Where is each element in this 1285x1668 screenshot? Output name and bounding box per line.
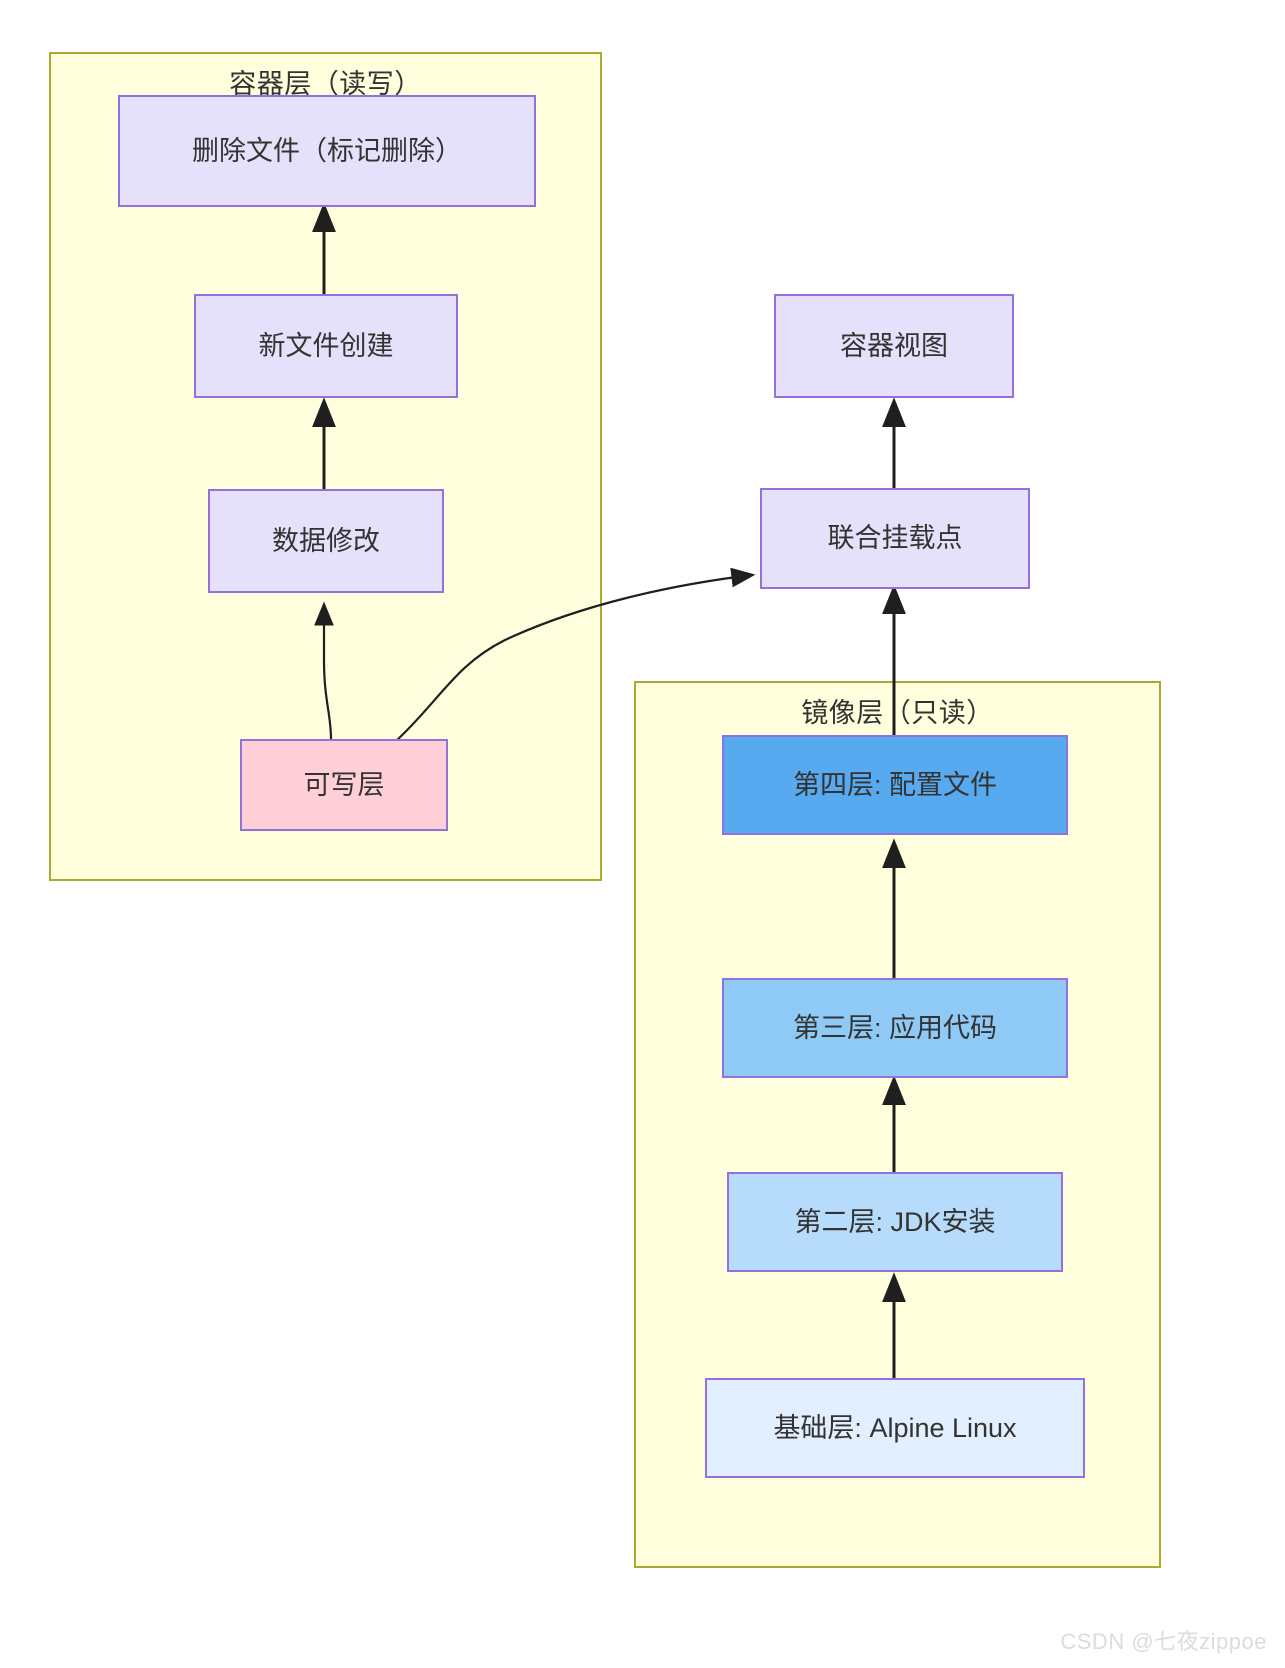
node-writable-layer-label: 可写层	[303, 769, 385, 800]
node-data-modify[interactable]: 数据修改	[208, 489, 444, 593]
node-union-mount-label: 联合挂载点	[827, 523, 963, 554]
group-container-layer-title: 容器层（读写）	[229, 69, 422, 99]
node-layer-2-label: 第二层: JDK安装	[794, 1206, 996, 1237]
node-container-view[interactable]: 容器视图	[774, 294, 1014, 398]
node-layer-3-label: 第三层: 应用代码	[792, 1012, 997, 1043]
watermark: CSDN @七夜zippoe	[1060, 1629, 1267, 1654]
node-union-mount[interactable]: 联合挂载点	[760, 488, 1030, 589]
node-layer-2[interactable]: 第二层: JDK安装	[727, 1172, 1063, 1272]
node-layer-4-label: 第四层: 配置文件	[792, 769, 997, 800]
node-layer-4[interactable]: 第四层: 配置文件	[722, 735, 1068, 835]
node-container-view-label: 容器视图	[840, 330, 948, 361]
node-writable-layer[interactable]: 可写层	[240, 739, 448, 831]
node-data-modify-label: 数据修改	[272, 525, 380, 556]
node-new-file[interactable]: 新文件创建	[194, 294, 458, 398]
node-layer-3[interactable]: 第三层: 应用代码	[722, 978, 1068, 1078]
node-delete-file-label: 删除文件（标记删除）	[192, 135, 462, 166]
node-layer-1[interactable]: 基础层: Alpine Linux	[705, 1378, 1085, 1478]
node-new-file-label: 新文件创建	[258, 330, 394, 361]
group-image-layer-title: 镜像层（只读）	[801, 698, 994, 728]
node-delete-file[interactable]: 删除文件（标记删除）	[118, 95, 536, 207]
node-layer-1-label: 基础层: Alpine Linux	[773, 1412, 1017, 1443]
